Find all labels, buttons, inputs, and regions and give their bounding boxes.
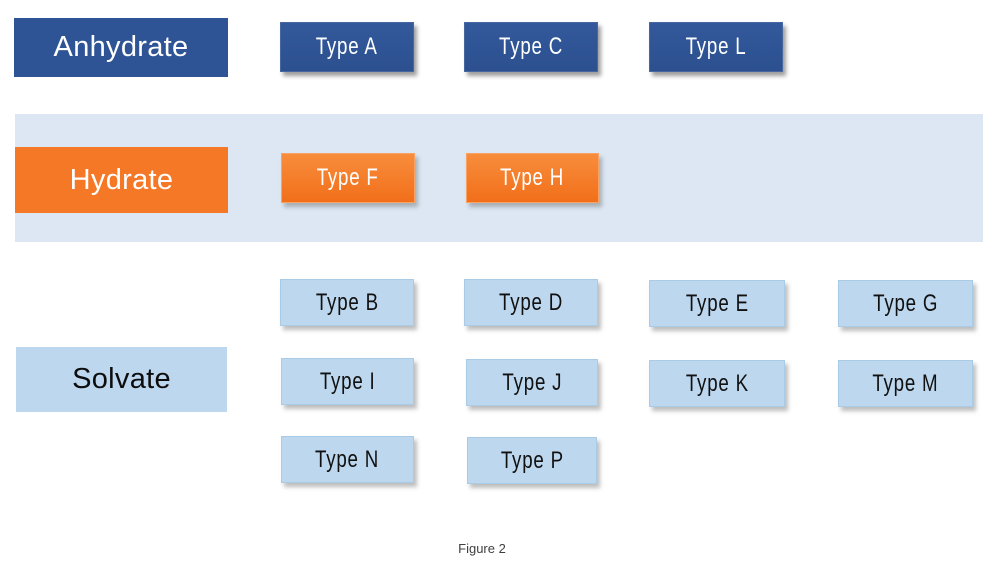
type-m-box: Type M: [838, 360, 973, 407]
type-i-box: Type I: [281, 358, 414, 405]
type-j-label: Type J: [502, 368, 562, 396]
type-h-label: Type H: [500, 164, 565, 191]
type-n-box: Type N: [281, 436, 414, 483]
hydrate-row-label: Hydrate: [15, 147, 228, 213]
type-a-box: Type A: [280, 22, 414, 72]
type-g-label: Type G: [872, 289, 939, 317]
type-d-label: Type D: [499, 288, 563, 316]
type-e-label: Type E: [685, 289, 749, 317]
type-c-box: Type C: [464, 22, 598, 72]
type-p-label: Type P: [500, 446, 564, 474]
type-m-label: Type M: [872, 369, 939, 397]
type-l-box: Type L: [649, 22, 783, 72]
hydrate-label-text: Hydrate: [69, 163, 174, 196]
type-e-box: Type E: [649, 280, 785, 327]
type-g-box: Type G: [838, 280, 973, 327]
anhydrate-label-text: Anhydrate: [53, 31, 189, 63]
type-i-label: Type I: [319, 367, 376, 395]
figure-caption: Figure 2: [458, 541, 506, 556]
type-h-box: Type H: [466, 153, 599, 203]
solvate-label-text: Solvate: [72, 363, 171, 395]
type-c-label: Type C: [499, 33, 563, 60]
type-p-box: Type P: [467, 437, 597, 484]
type-l-label: Type L: [685, 33, 747, 60]
type-a-label: Type A: [316, 33, 378, 60]
type-k-box: Type K: [649, 360, 785, 407]
type-j-box: Type J: [466, 359, 598, 406]
type-n-label: Type N: [315, 445, 380, 473]
type-k-label: Type K: [685, 369, 749, 397]
type-d-box: Type D: [464, 279, 598, 326]
type-f-box: Type F: [281, 153, 415, 203]
anhydrate-row-label: Anhydrate: [14, 18, 228, 77]
type-b-label: Type B: [315, 288, 379, 316]
type-f-label: Type F: [317, 164, 379, 191]
solvate-row-label: Solvate: [16, 347, 227, 412]
type-b-box: Type B: [280, 279, 414, 326]
